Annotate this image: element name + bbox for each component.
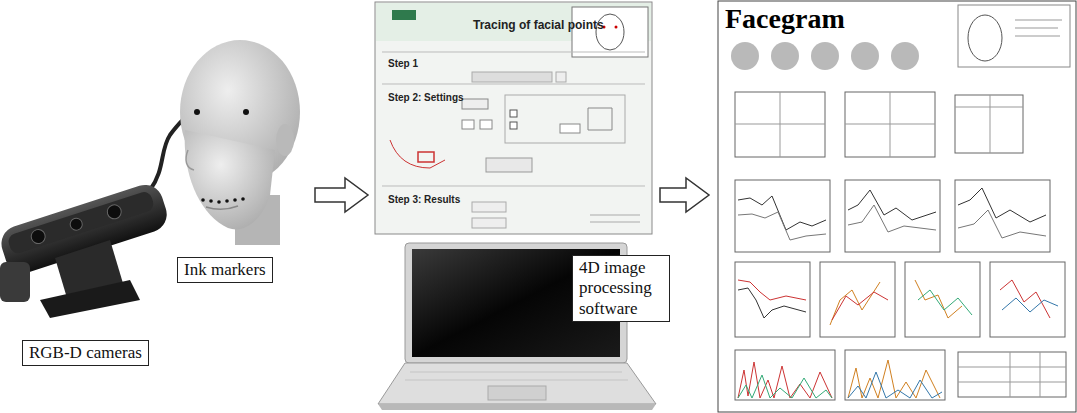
- flow-arrow: [315, 178, 368, 212]
- step-label: Step 1: [388, 58, 418, 69]
- node-text: 4D image processing software: [579, 258, 663, 319]
- label-box: RGB-D cameras: [22, 340, 149, 366]
- label-box: 4D image processing software: [572, 255, 670, 322]
- node-text: Facegram: [725, 4, 845, 35]
- head-drawing: [180, 40, 300, 245]
- step-label: Step 2: Settings: [388, 92, 464, 103]
- node-text: Ink markers: [184, 260, 266, 280]
- step-label: Step 3: Results: [388, 194, 460, 205]
- label-box: Ink markers: [177, 257, 273, 283]
- facegram-sheet: [718, 1, 1076, 412]
- facegram-panel: Facegram: [715, 1, 1073, 412]
- camera-drawing: [0, 112, 190, 318]
- node-text: RGB-D cameras: [29, 343, 142, 363]
- node-text: Tracing of facial points: [473, 18, 604, 32]
- software-window: [375, 2, 652, 234]
- flow-arrow: [660, 178, 709, 212]
